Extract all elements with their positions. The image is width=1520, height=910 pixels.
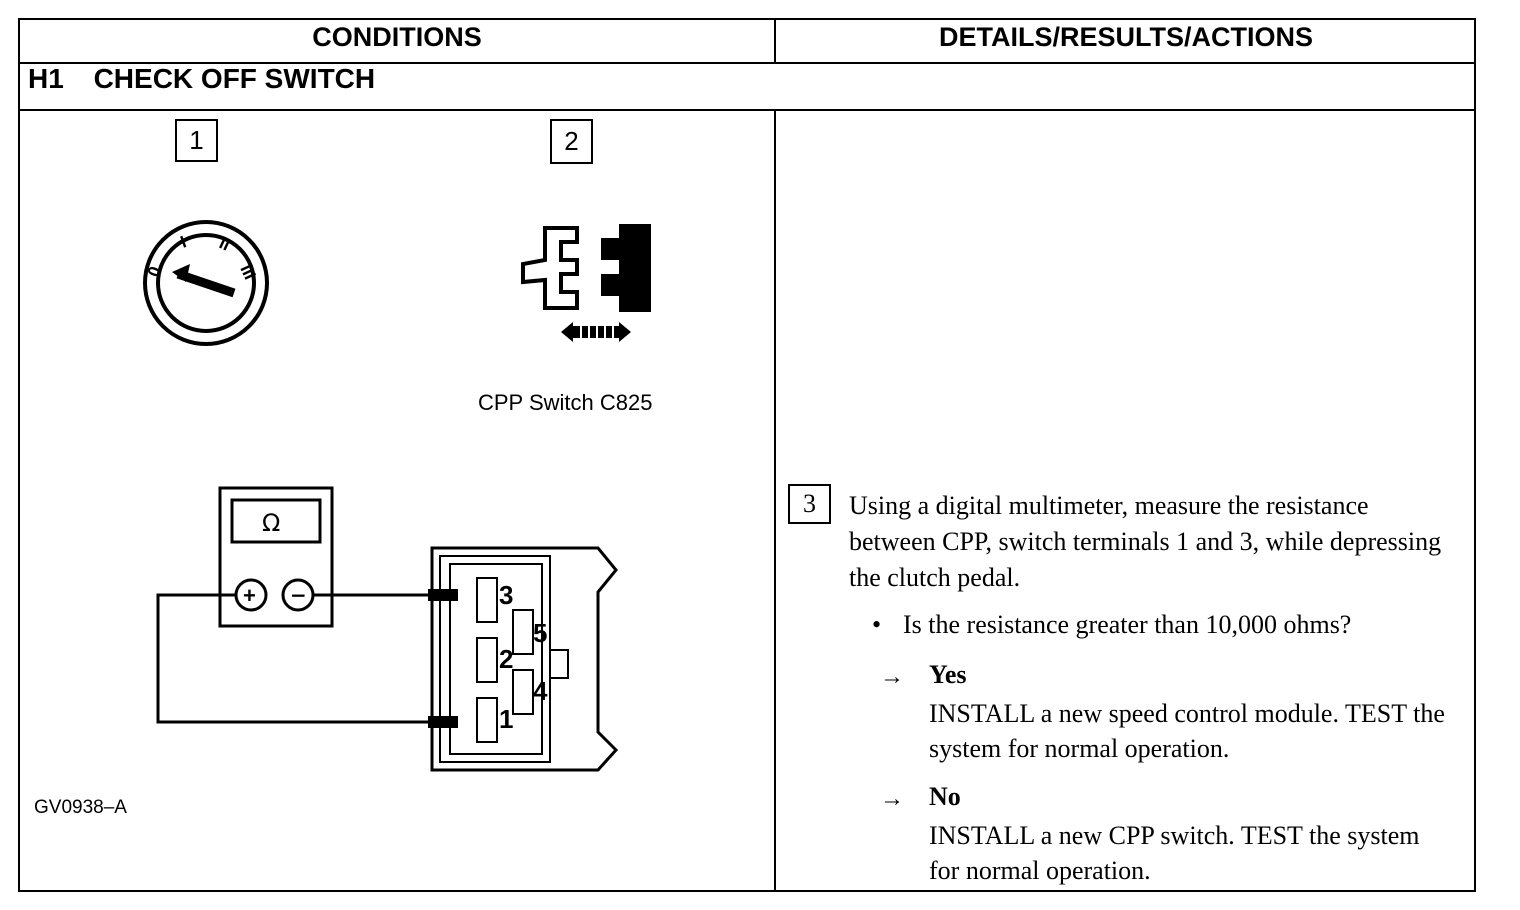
- yes-label: Yes: [929, 660, 967, 689]
- terminal-3-label: 3: [499, 580, 513, 610]
- question-text: Is the resistance greater than 10,000 oh…: [903, 610, 1352, 639]
- step-3-instruction: Using a digital multimeter, measure the …: [849, 491, 1442, 592]
- figure-id: GV0938–A: [34, 797, 127, 818]
- conditions-header: CONDITIONS: [312, 22, 482, 52]
- diagnostic-table: [18, 18, 1476, 892]
- cpp-switch-icon: [521, 224, 651, 342]
- step-3-box: 3: [788, 484, 831, 524]
- no-action: INSTALL a new CPP switch. TEST the syste…: [929, 821, 1420, 885]
- test-step-code: H1: [28, 63, 64, 94]
- ignition-pos-1: I: [178, 232, 189, 251]
- terminal-4-label: 4: [533, 676, 548, 706]
- details-header: DETAILS/RESULTS/ACTIONS: [938, 22, 1313, 52]
- question-bullet: •: [872, 610, 882, 639]
- ohm-symbol: Ω: [262, 509, 280, 537]
- terminal-1-label: 1: [499, 704, 513, 734]
- no-arrow-icon: →: [880, 786, 904, 812]
- column-divider-top: [774, 18, 776, 62]
- ignition-pos-3: III: [236, 262, 259, 283]
- terminal-2-label: 2: [499, 644, 513, 674]
- column-divider: [774, 109, 776, 892]
- meter-plus-terminal: +: [243, 583, 256, 608]
- yes-arrow-icon: →: [880, 664, 904, 690]
- no-label: No: [929, 782, 961, 811]
- step-1-box: 1: [175, 119, 218, 162]
- step-title-divider: [18, 109, 1476, 111]
- test-step-title: H1 CHECK OFF SWITCH: [28, 63, 375, 95]
- header-divider: [18, 62, 1476, 64]
- multimeter-wiring-diagram: Ω + − 3 5 2 4 1: [156, 486, 619, 772]
- yes-action: INSTALL a new speed control module. TEST…: [929, 699, 1445, 763]
- test-step-name: CHECK OFF SWITCH: [93, 63, 376, 94]
- ignition-switch-icon: 0 I II III: [143, 220, 269, 346]
- meter-minus-terminal: −: [290, 583, 307, 607]
- terminal-5-label: 5: [533, 618, 547, 648]
- cpp-switch-label: CPP Switch C825: [478, 390, 653, 415]
- step-2-box: 2: [550, 119, 593, 164]
